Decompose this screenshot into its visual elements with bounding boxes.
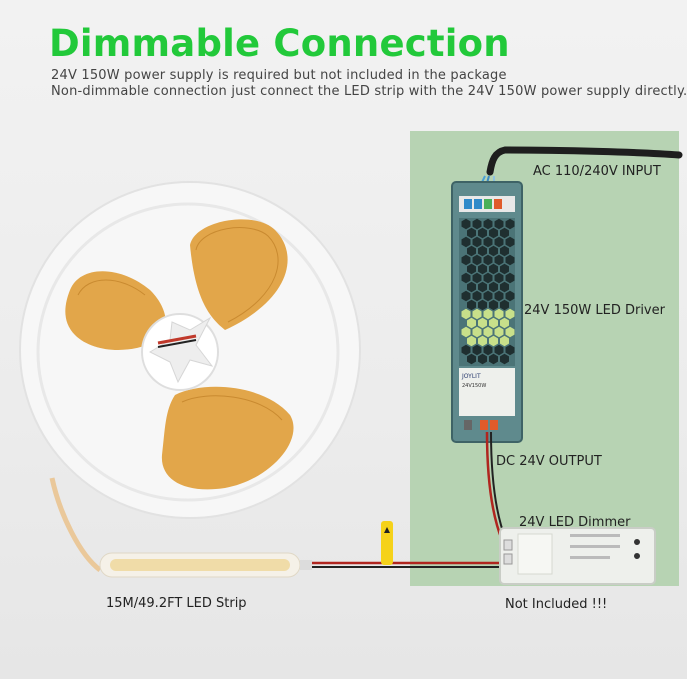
vent-hole (478, 353, 487, 365)
vent-hole (461, 254, 471, 266)
vent-hole (472, 272, 482, 284)
subtitle-line-1: 24V 150W power supply is required but no… (51, 68, 507, 83)
vent-hole (500, 263, 509, 275)
vent-hole (467, 227, 476, 239)
led-strip-reel (19, 181, 361, 572)
led-driver-unit: JOYLIT 24V150W (451, 181, 523, 443)
vent-hole (489, 263, 498, 275)
vent-hole (467, 353, 476, 365)
vent-hole (494, 326, 504, 338)
vent-hole (461, 326, 471, 338)
vent-hole (461, 344, 471, 356)
vent-hole (478, 245, 487, 257)
vent-hole (467, 245, 476, 257)
vent-hole (494, 344, 504, 356)
vent-hole (483, 344, 493, 356)
vent-hole (461, 308, 471, 320)
vent-hole (478, 335, 487, 347)
vent-hole (467, 281, 476, 293)
vent-hole (494, 218, 504, 230)
vent-hole (494, 290, 504, 302)
dc-output-label: DC 24V OUTPUT (496, 454, 602, 469)
vent-hole (472, 254, 482, 266)
vent-hole (478, 281, 487, 293)
vent-hole (489, 245, 498, 257)
vent-hole (500, 353, 509, 365)
vent-hole (472, 344, 482, 356)
strip-label: 15M/49.2FT LED Strip (106, 596, 247, 611)
vent-hole (478, 299, 487, 311)
vent-hole (505, 272, 515, 284)
vent-hole (500, 281, 509, 293)
vent-hole (500, 227, 509, 239)
reel-strip-segment-bottom (161, 386, 294, 490)
vent-hole (461, 272, 471, 284)
vent-hole (472, 326, 482, 338)
subtitle-line-2: Non-dimmable connection just connect the… (51, 84, 687, 99)
vent-hole (483, 326, 493, 338)
page-title: Dimmable Connection (49, 22, 510, 65)
vent-hole (483, 218, 493, 230)
vent-hole (489, 335, 498, 347)
reel-strip-segment-left (65, 271, 167, 350)
vent-hole (467, 335, 476, 347)
vent-hole (478, 263, 487, 275)
vent-hole (494, 236, 504, 248)
vent-hole (461, 290, 471, 302)
vent-hole (461, 218, 471, 230)
vent-hole (489, 299, 498, 311)
ac-input-label: AC 110/240V INPUT (533, 164, 661, 179)
vent-hole (489, 227, 498, 239)
vent-hole (472, 236, 482, 248)
led-dimmer-unit (499, 527, 656, 585)
vent-hole (461, 236, 471, 248)
vent-hole (505, 326, 515, 338)
led-strip-bar (99, 552, 312, 578)
vent-hole (467, 299, 476, 311)
vent-hole (505, 236, 515, 248)
vent-hole (505, 308, 515, 320)
vent-hole (489, 317, 498, 329)
vent-hole (505, 290, 515, 302)
vent-hole (494, 272, 504, 284)
vent-hole (489, 353, 498, 365)
vent-hole (505, 344, 515, 356)
vent-hole (500, 317, 509, 329)
vent-hole (467, 263, 476, 275)
vent-hole (483, 254, 493, 266)
svg-text:JOYLIT: JOYLIT (461, 373, 481, 380)
not-included-label: Not Included !!! (505, 597, 608, 612)
strip-to-dimmer-wire (312, 521, 505, 568)
vent-hole (483, 308, 493, 320)
vent-hole (478, 317, 487, 329)
vent-hole (500, 245, 509, 257)
vent-hole (483, 290, 493, 302)
vent-hole (467, 317, 476, 329)
vent-hole (472, 308, 482, 320)
vent-hole (489, 281, 498, 293)
vent-hole (500, 335, 509, 347)
vent-hole (472, 218, 482, 230)
vent-hole (505, 218, 515, 230)
vent-hole (472, 290, 482, 302)
dc-output-wire (485, 431, 507, 541)
dimmer-label: 24V LED Dimmer (519, 515, 631, 530)
vent-hole (483, 236, 493, 248)
vent-hole (500, 299, 509, 311)
vent-hole (505, 254, 515, 266)
driver-label: 24V 150W LED Driver (524, 303, 665, 318)
vent-hole (494, 308, 504, 320)
vent-hole (494, 254, 504, 266)
vent-hole (478, 227, 487, 239)
reel-strip-segment-top (190, 219, 288, 330)
svg-text:24V150W: 24V150W (462, 383, 486, 389)
vent-hole (483, 272, 493, 284)
